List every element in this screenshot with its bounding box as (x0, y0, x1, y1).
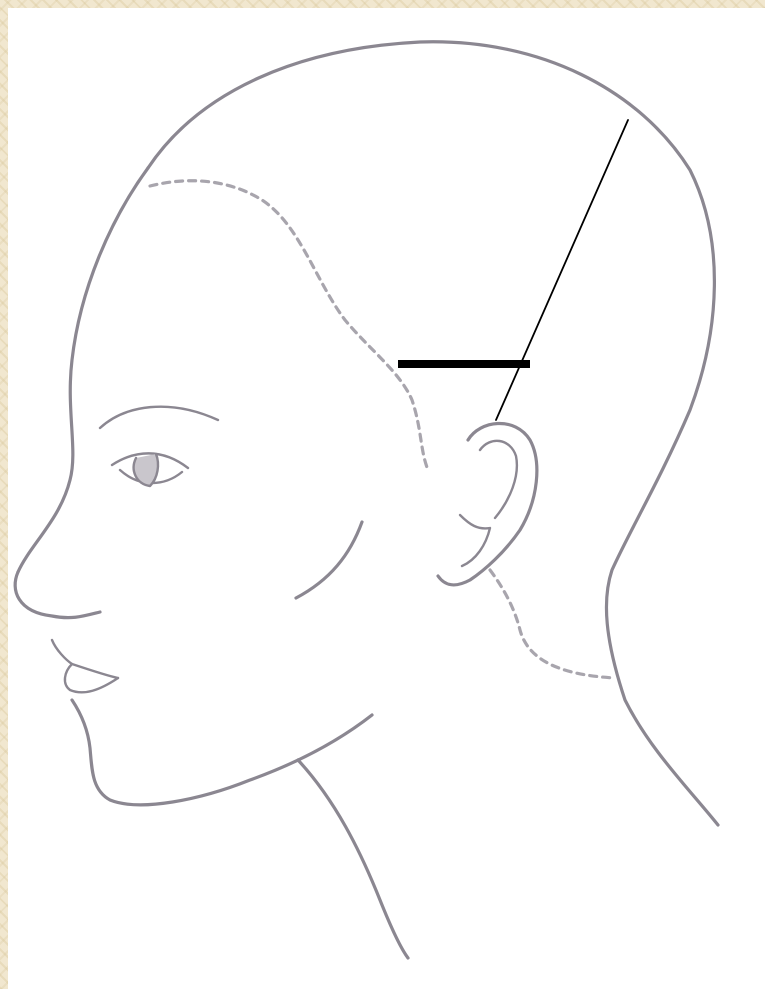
ear-tragus (460, 515, 490, 566)
nape-hairline (490, 570, 615, 678)
upper-lip-outline (52, 640, 118, 678)
lips-outline (65, 664, 118, 692)
front-neck-outline (298, 760, 408, 958)
nose-outline (15, 572, 100, 618)
ear-outer (438, 423, 537, 584)
forehead-outline (18, 168, 148, 572)
eyebrow (100, 407, 218, 428)
ear-inner (480, 441, 517, 518)
cheek-line (296, 522, 362, 598)
chin-jaw-outline (72, 700, 372, 805)
front-hairline (150, 181, 428, 470)
skull-outline (148, 42, 718, 825)
diagonal-guide-line (496, 120, 628, 420)
